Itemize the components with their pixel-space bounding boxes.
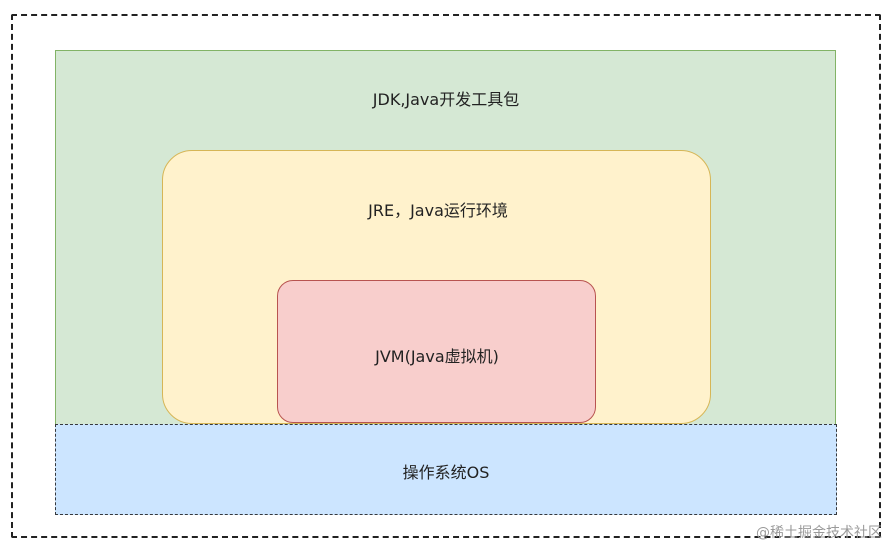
outer-dashed-frame	[11, 14, 881, 538]
jvm-label: JVM(Java虚拟机)	[375, 347, 499, 366]
os-box	[55, 424, 837, 515]
watermark: @稀土掘金技术社区	[756, 525, 882, 541]
jre-label: JRE，Java运行环境	[368, 201, 508, 220]
jdk-label: JDK,Java开发工具包	[372, 90, 520, 109]
os-label: 操作系统OS	[402, 463, 490, 482]
jvm-box	[277, 280, 596, 423]
